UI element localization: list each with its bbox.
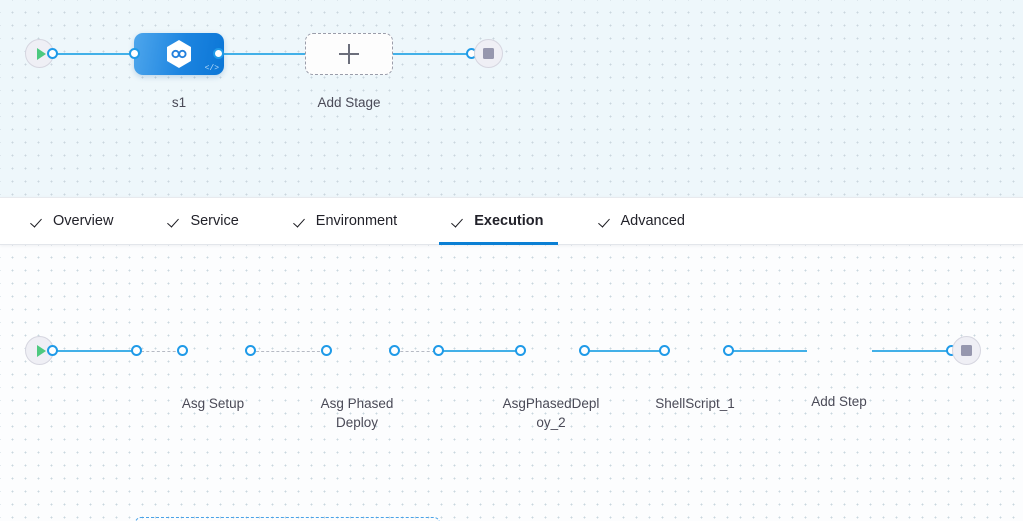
check-icon [32,215,45,228]
tab-label: Execution [474,213,544,229]
port-asgphaseddeploy2-out[interactable] [579,345,590,356]
edge-asg-phased-to-group-exit [395,351,435,352]
stop-icon [961,345,972,356]
check-icon [295,215,308,228]
add-stage-label: Add Stage [317,95,381,110]
edge-addstep-to-end [872,350,957,352]
port-shellscript-out[interactable] [723,345,734,356]
port-stage-in[interactable] [129,48,140,59]
port-stage-out[interactable] [213,48,224,59]
tab-advanced[interactable]: Advanced [586,198,700,244]
stage-graph-canvas[interactable]: </> s1 Add Stage [0,0,1023,197]
edge-addstage-to-end [389,53,481,55]
execution-graph-canvas[interactable]: Canary Deployment [0,245,1023,521]
add-stage-button[interactable] [305,33,393,75]
edge-shellscript-to-addstep [729,350,807,352]
check-icon [453,215,466,228]
port-asg-setup-in[interactable] [177,345,188,356]
edge-start-to-group [52,350,138,352]
step-label-asg-phased-deploy: Asg Phased Deploy [320,396,394,430]
port-exec-start-out[interactable] [47,345,58,356]
edge-asg-setup-to-asg-phased [251,351,325,352]
tab-label: Advanced [620,213,686,229]
port-shellscript-in[interactable] [659,345,670,356]
add-step-label: Add Step [811,394,867,409]
step-label-asg-setup: Asg Setup [181,396,245,411]
stage-yaml-badge[interactable]: </> [204,64,219,73]
check-icon [169,215,182,228]
check-icon [600,215,613,228]
play-icon [36,47,46,60]
port-asg-phased-in[interactable] [321,345,332,356]
tab-label: Environment [315,213,398,229]
step-group-canary-deployment[interactable]: Canary Deployment [135,517,440,521]
edge-asgphaseddeploy2-to-shellscript [585,350,665,352]
edge-group-entry-to-asg-setup [141,351,181,352]
port-asg-setup-out[interactable] [245,345,256,356]
pipeline-end-node[interactable] [474,39,503,68]
tab-overview[interactable]: Overview [18,198,127,244]
port-asg-phased-out[interactable] [389,345,400,356]
stage-node-s1[interactable]: </> [134,33,224,75]
tab-label: Overview [53,213,114,229]
tab-execution[interactable]: Execution [439,198,558,245]
edge-stage-to-addstage [218,53,308,55]
port-asgphaseddeploy2-in[interactable] [515,345,526,356]
plus-icon [339,44,359,64]
execution-end-node[interactable] [952,336,981,365]
stop-icon [483,48,494,59]
tab-service[interactable]: Service [155,198,252,244]
port-start-out[interactable] [47,48,58,59]
edge-group-to-asgphaseddeploy2 [440,350,520,352]
stage-config-tabs[interactable]: Overview Service Environment Execution A… [0,197,1023,245]
step-label-asgphaseddeploy-2: AsgPhasedDepl oy_2 [502,396,600,430]
play-icon [36,344,46,357]
edge-start-to-stage [52,53,140,55]
tab-environment[interactable]: Environment [281,198,411,244]
tab-label: Service [190,213,239,229]
port-group-exit[interactable] [433,345,444,356]
step-label-shellscript-1: ShellScript_1 [655,396,735,411]
stage-node-label: s1 [171,95,187,110]
port-group-entry[interactable] [131,345,142,356]
harness-cd-hexagon-icon [167,40,191,68]
pipeline-start-node[interactable] [25,39,54,68]
